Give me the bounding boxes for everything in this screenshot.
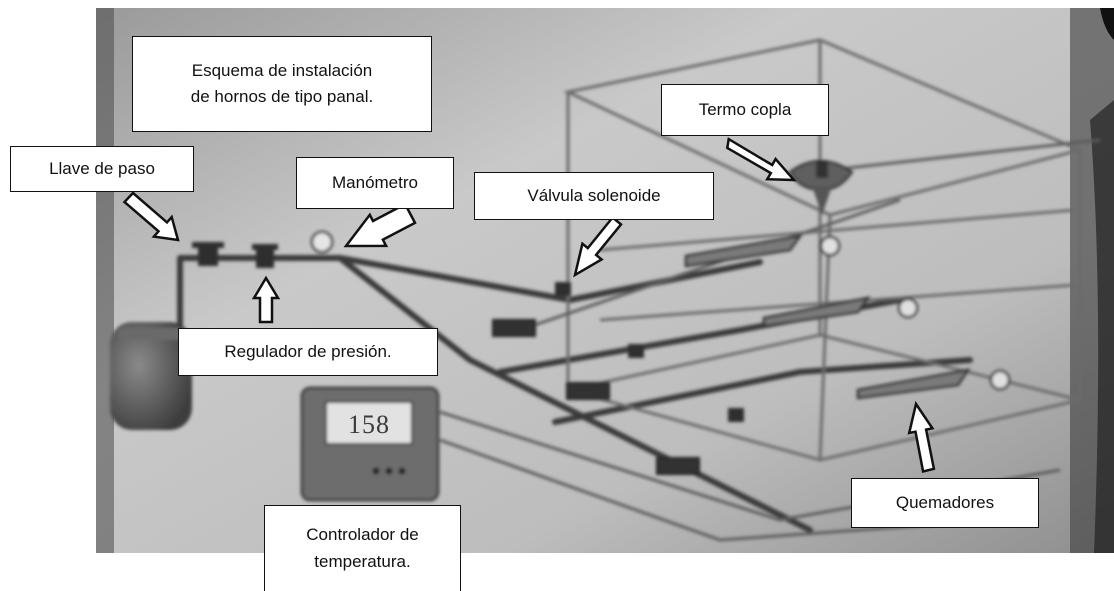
controller-display-value: 158 — [348, 410, 390, 439]
label-valvula-solenoide: Válvula solenoide — [474, 172, 714, 220]
shutoff-valve — [192, 242, 224, 266]
label-controlador-de-temperatura: Controlador de temperatura. — [264, 505, 461, 591]
temperature-controller — [300, 386, 440, 502]
label-manometro: Manómetro — [296, 157, 454, 209]
manometer-gauge — [310, 230, 334, 254]
diagram-title-box: Esquema de instalación de hornos de tipo… — [132, 36, 432, 132]
label-regulador-de-presion: Regulador de presión. — [178, 328, 438, 376]
pilot-units — [492, 319, 700, 475]
label-quemadores: Quemadores — [851, 478, 1039, 528]
arrow-to-regulador — [251, 275, 281, 324]
arrow-to-valvula — [573, 215, 623, 278]
pressure-regulator — [252, 244, 278, 268]
burner-gauges — [819, 235, 1011, 391]
diagram-title-line-1: Esquema de instalación — [191, 60, 373, 80]
arrow-to-quemadores — [907, 400, 936, 474]
gas-tank — [110, 322, 192, 430]
burners — [684, 234, 971, 400]
label-termo-copla: Termo copla — [661, 84, 829, 136]
solenoid-valves — [555, 282, 744, 422]
diagram-title-line-2: de hornos de tipo panal. — [190, 87, 374, 106]
arrow-to-llave — [122, 191, 180, 242]
arrow-to-manometro — [343, 202, 417, 248]
thermocouple — [788, 160, 854, 215]
label-llave-de-paso: Llave de paso — [10, 146, 194, 192]
arrow-to-termo — [725, 137, 797, 182]
